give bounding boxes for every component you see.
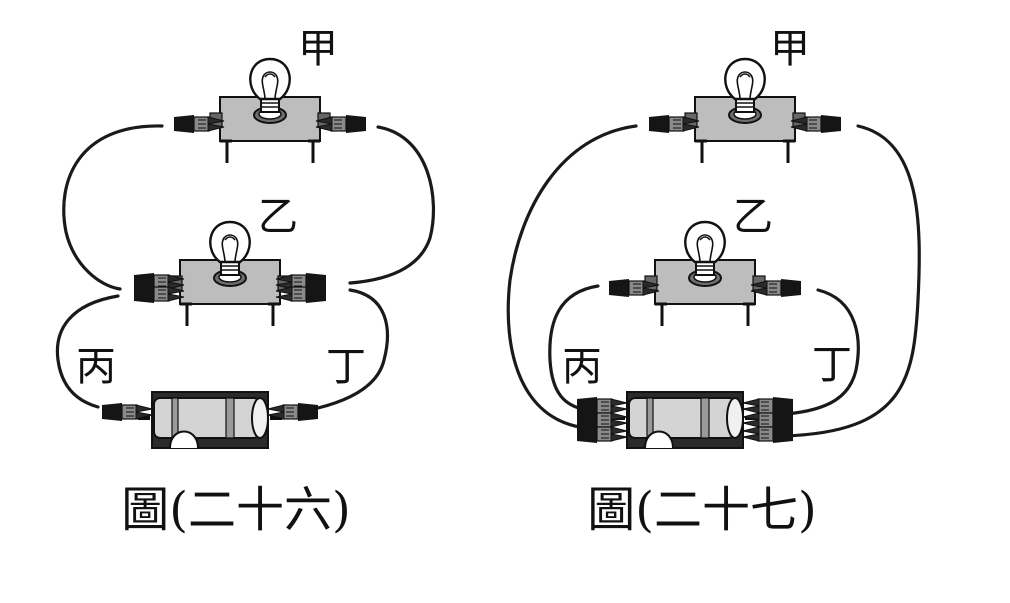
wire-mid-right-27: [784, 288, 860, 416]
label-clip-d-27: 丁: [812, 342, 852, 388]
clip-battery-right-27-3: [742, 424, 794, 444]
wire-top-right: [348, 125, 436, 285]
label-bulb-a-27: 甲: [770, 26, 810, 72]
figure-26: 甲 乙 丙 丁 圖(二十六): [55, 26, 436, 538]
figure-27: 甲 乙 丙 丁 圖(二十七): [506, 26, 921, 538]
label-clip-c-27: 丙: [562, 344, 602, 390]
wire-mid-left-27: [548, 284, 600, 412]
bulb-a-27: [724, 57, 766, 125]
wire-top-right-27: [782, 124, 921, 438]
wire-bottom-right: [316, 288, 390, 410]
label-bulb-a: 甲: [298, 26, 338, 72]
label-bulb-b-27: 乙: [733, 194, 773, 240]
battery-27: [611, 390, 759, 450]
wire-top-left-27: [506, 124, 638, 430]
label-clip-c: 丙: [76, 344, 116, 390]
bulb-b: [209, 220, 251, 288]
bulb-b-27: [684, 220, 726, 288]
bulb-a: [249, 57, 291, 125]
clip-battery-left-27-3: [576, 424, 628, 444]
wire-top-left: [62, 124, 164, 291]
wire-bottom-left: [55, 294, 120, 409]
label-bulb-b: 乙: [258, 194, 298, 240]
label-clip-d: 丁: [326, 344, 366, 390]
caption-figure-26: 圖(二十六): [121, 482, 350, 538]
battery-26: [136, 390, 284, 450]
caption-figure-27: 圖(二十七): [587, 482, 816, 538]
